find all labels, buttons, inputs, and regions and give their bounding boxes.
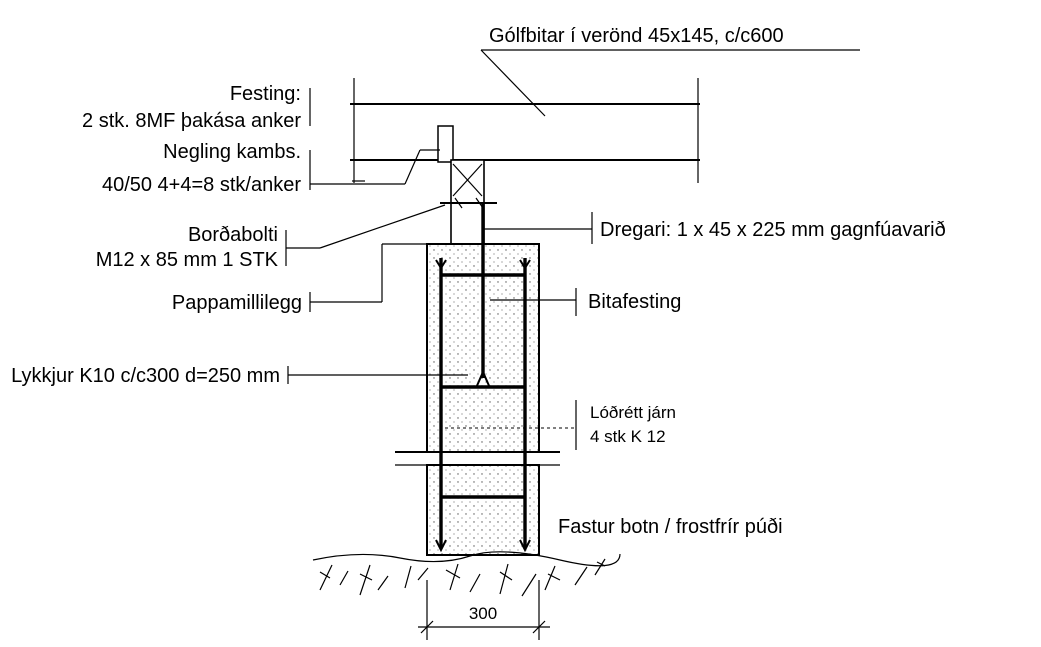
- width-dimension: [418, 580, 550, 640]
- stirrups-label: Lykkjur K10 c/c300 d=250 mm: [11, 365, 280, 387]
- vertical-bars-spec: 4 stk K 12: [590, 427, 666, 446]
- fastening-title: Festing:: [230, 83, 301, 105]
- nailing-title: Negling kambs.: [163, 141, 301, 163]
- bolt-spec: M12 x 85 mm 1 STK: [96, 249, 279, 271]
- beam-fixing-label: Bitafesting: [588, 291, 681, 313]
- beam-dregari: [437, 125, 497, 245]
- base-label: Fastur botn / frostfrír púði: [558, 516, 783, 538]
- cardboard-label: Pappamillilegg: [172, 292, 302, 314]
- fastening-anchors: 2 stk. 8MF þakása anker: [82, 110, 301, 132]
- vertical-bars-title: Lóðrétt járn: [590, 403, 676, 422]
- joist-label: Gólfbitar í verönd 45x145, c/c600: [489, 25, 784, 47]
- concrete-column: [395, 243, 560, 556]
- bolt-title: Borðabolti: [188, 224, 278, 246]
- leader-lines: [285, 49, 860, 450]
- nailing-spec: 40/50 4+4=8 stk/anker: [102, 174, 301, 196]
- width-dimension-label: 300: [469, 604, 497, 623]
- beam-label: Dregari: 1 x 45 x 225 mm gagnfúavarið: [600, 219, 946, 241]
- floor-joist: [350, 78, 700, 183]
- reinforcement: [435, 203, 531, 553]
- ground-hatch: [312, 551, 621, 597]
